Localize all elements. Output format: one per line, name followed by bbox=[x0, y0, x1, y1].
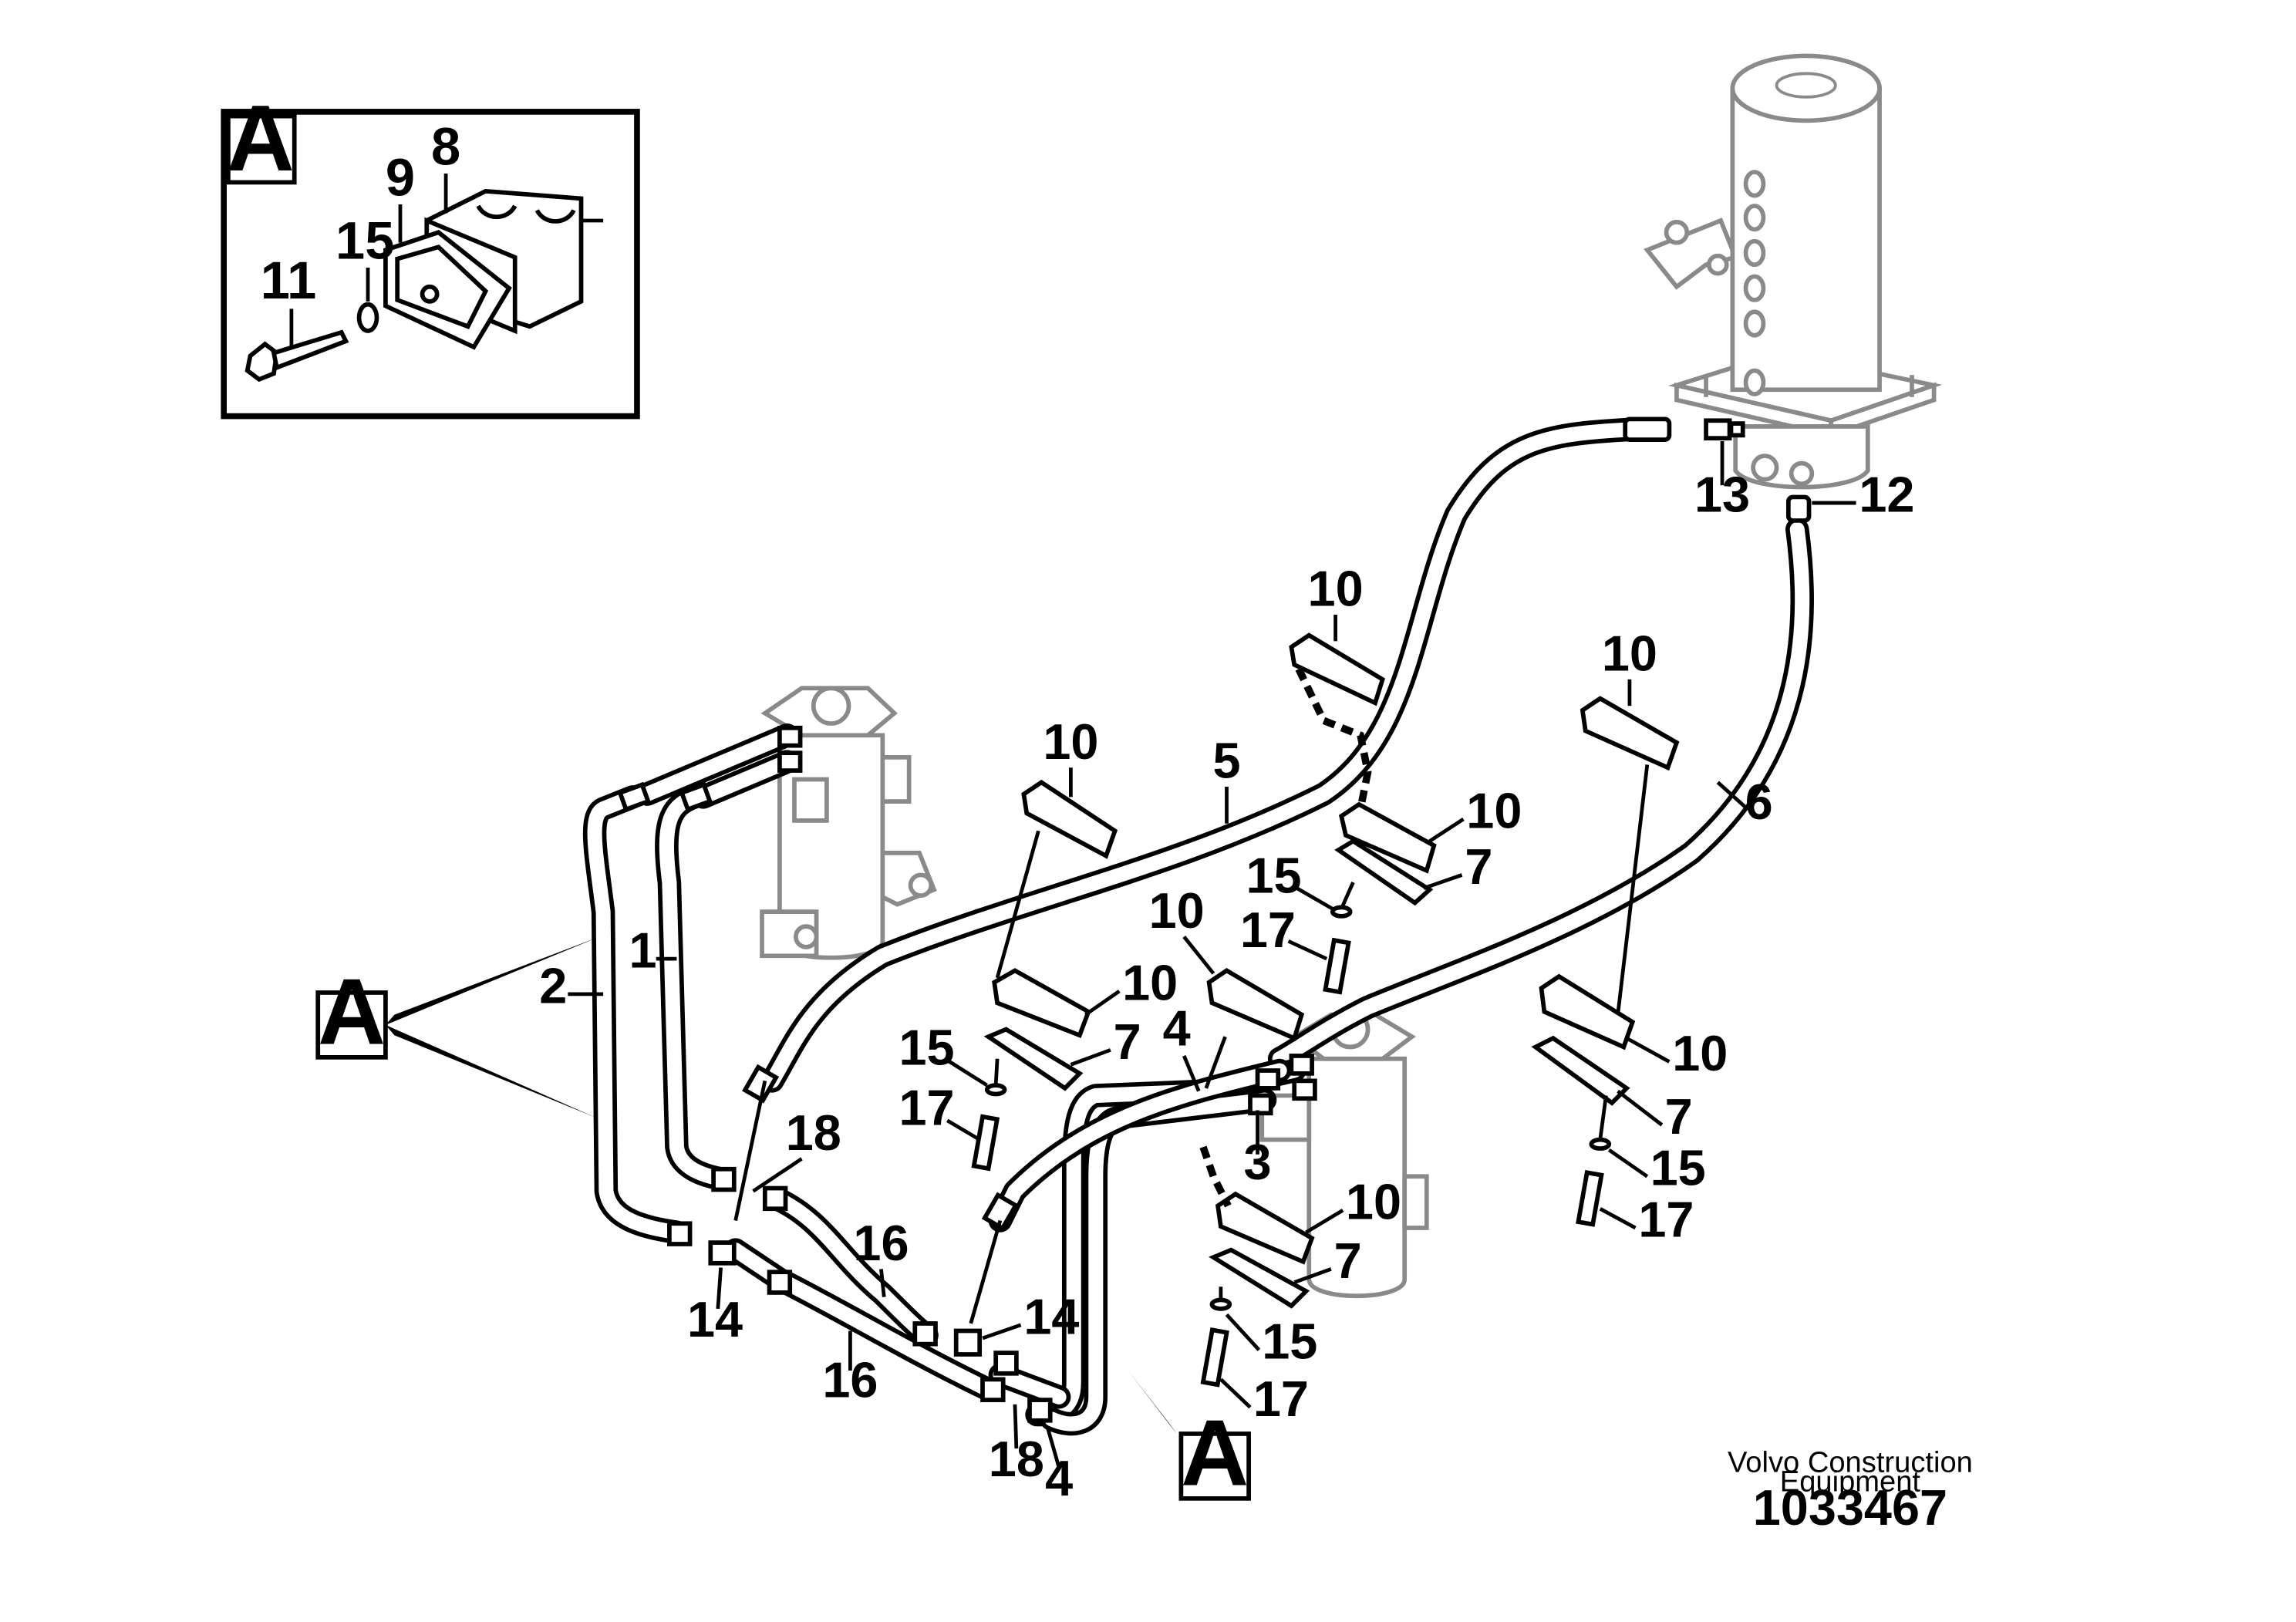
washer-icon bbox=[356, 302, 379, 333]
callout-9: 9 bbox=[386, 148, 415, 207]
callout-8: 8 bbox=[431, 117, 460, 177]
callout-7-a: 7 bbox=[1465, 838, 1492, 895]
callout-10-d: 10 bbox=[1602, 625, 1657, 681]
callout-15-c: 15 bbox=[1650, 1140, 1706, 1196]
callout-12: 12 bbox=[1859, 467, 1914, 523]
callout-5: 5 bbox=[1212, 733, 1240, 789]
cylinder-right-icon bbox=[1259, 1009, 1429, 1299]
callout-6: 6 bbox=[1745, 774, 1773, 830]
callout-15-d: 15 bbox=[1262, 1313, 1317, 1370]
callout-10-a: 10 bbox=[1308, 561, 1364, 617]
callouts: 1 2 3 4 4 5 6 7 7 7 7 10 10 10 10 10 10 … bbox=[539, 440, 1914, 1506]
drawing-number: 1033467 bbox=[1753, 1479, 1947, 1536]
callout-17-b: 17 bbox=[899, 1080, 955, 1136]
hose-lines bbox=[582, 417, 1814, 1436]
callout-10-g: 10 bbox=[1672, 1025, 1728, 1081]
callout-10-e: 10 bbox=[1122, 955, 1178, 1011]
swivel-joint-icon bbox=[1644, 53, 1943, 490]
callout-10-h: 10 bbox=[1346, 1174, 1401, 1230]
callout-15-inset: 15 bbox=[335, 211, 394, 271]
callout-18-top: 18 bbox=[786, 1104, 841, 1161]
callout-10-c: 10 bbox=[1466, 782, 1522, 838]
callout-7-b: 7 bbox=[1114, 1013, 1141, 1070]
footer-block: Volvo Construction Equipment 1033467 bbox=[1728, 1446, 1973, 1536]
footer-brand-line1: Volvo Construction bbox=[1728, 1446, 1973, 1479]
callout-16-top: 16 bbox=[853, 1215, 909, 1271]
callout-17-c: 17 bbox=[1638, 1191, 1694, 1247]
bolt-icon bbox=[244, 329, 349, 383]
clamp-10-6 bbox=[1206, 967, 1305, 1041]
clamp-10-2 bbox=[1021, 779, 1118, 859]
callout-1: 1 bbox=[629, 922, 657, 979]
callout-7-c: 7 bbox=[1665, 1088, 1693, 1145]
clamp-10-5 bbox=[992, 968, 1091, 1038]
clamp-10-1 bbox=[1289, 632, 1386, 706]
inset-marker-label: A bbox=[227, 86, 295, 191]
assembly-lines bbox=[733, 667, 1650, 1324]
fittings bbox=[617, 416, 1812, 1423]
callout-14-right: 14 bbox=[1023, 1288, 1079, 1344]
footer-brand-line2: Equipment bbox=[1780, 1465, 1921, 1498]
callout-11: 11 bbox=[261, 251, 317, 310]
cylinder-left-icon bbox=[760, 686, 937, 960]
callout-10-f: 10 bbox=[1149, 882, 1205, 939]
detail-a-pointer-bottom: A bbox=[1118, 1198, 1251, 1506]
clamps bbox=[983, 632, 1680, 1309]
clamp-10-3 bbox=[1338, 801, 1437, 874]
callout-17-d: 17 bbox=[1253, 1371, 1309, 1427]
detail-marker-left: A bbox=[318, 959, 386, 1064]
callout-4-bottom: 4 bbox=[1045, 1450, 1073, 1506]
callout-15-a: 15 bbox=[1246, 847, 1301, 903]
callout-4-top: 4 bbox=[1163, 1000, 1191, 1057]
callout-17-a: 17 bbox=[1240, 902, 1296, 958]
clamp-10-4 bbox=[1580, 696, 1680, 771]
callout-14-left: 14 bbox=[687, 1291, 743, 1347]
callout-10-b: 10 bbox=[1043, 713, 1098, 770]
clamp-10-8 bbox=[1215, 1191, 1315, 1265]
callout-7-d: 7 bbox=[1334, 1233, 1362, 1289]
detail-inset-a: A 8 9 15 11 bbox=[221, 86, 640, 420]
detail-marker-bottom: A bbox=[1181, 1401, 1249, 1506]
clamp-10-7 bbox=[1539, 973, 1636, 1050]
callout-2: 2 bbox=[539, 957, 567, 1013]
callout-15-b: 15 bbox=[899, 1019, 955, 1075]
